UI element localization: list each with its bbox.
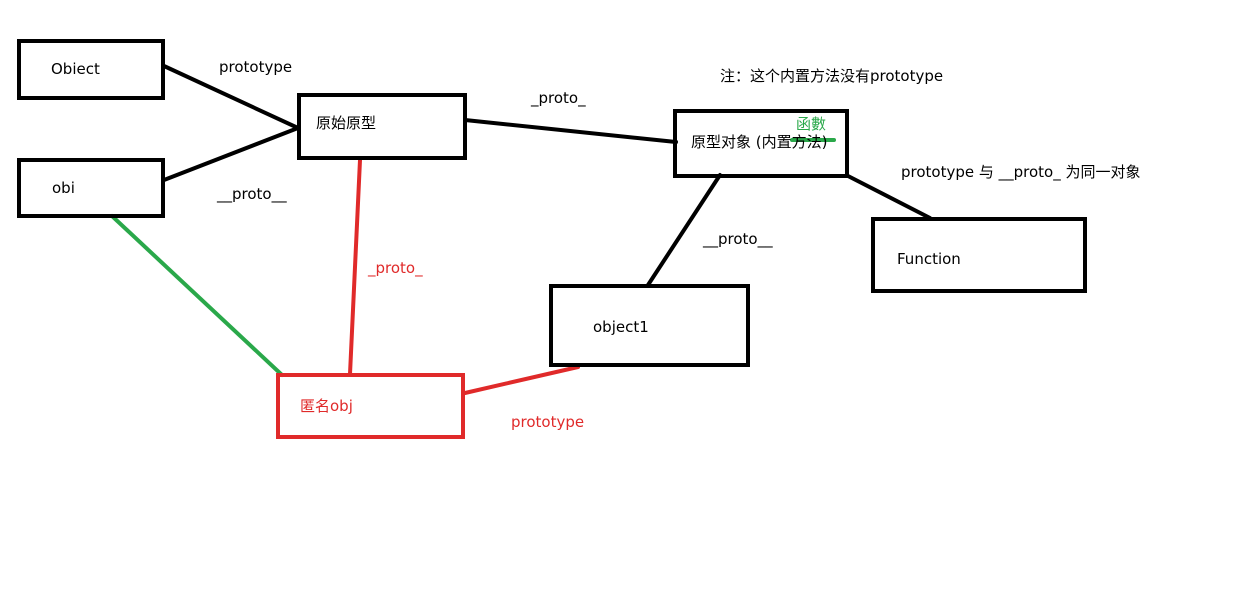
edge-label-green-func: 函數 [796,115,826,133]
node-label-prototype-object: 原型对象 (内置方法) [691,133,827,151]
node-box-prototype-object [673,109,849,178]
node-label-object1: object1 [593,318,649,336]
connectors [110,64,932,395]
edge-obj-to-original [162,126,300,182]
node-box-object [17,39,165,100]
edge-original-to-prototype-object [463,118,678,144]
node-label-function: Function [897,250,961,268]
edge-anonymous-to-object1-red [463,365,580,395]
edge-label-object1-proto: __proto__ [702,230,773,249]
node-label-original-prototype: 原始原型 [316,114,376,132]
edge-label-object-prototype: prototype [219,58,292,76]
edge-label-red-proto: _proto_ [367,259,423,278]
node-label-anonymous-obj: 匿名obj [300,397,353,415]
node-box-obj [17,158,165,218]
edge-label-obj-proto: __proto__ [216,185,287,204]
edge-label-function-note: prototype 与 __proto_ 为同一对象 [901,163,1141,182]
edge-original-to-anonymous-red [348,158,362,376]
edge-label-red-prototype: prototype [511,413,584,431]
node-box-function [871,217,1087,293]
boxes [17,39,1087,439]
node-label-obj: obi [52,179,75,197]
edge-object-to-original [162,64,300,130]
node-box-original-prototype [297,93,467,160]
node-label-object: Obiect [51,60,100,78]
top-note: 注：这个内置方法没有prototype [720,67,943,85]
node-box-anonymous-obj [276,373,465,439]
node-box-object1 [549,284,750,367]
edge-object1-to-prototype-object [646,173,722,287]
node-labels: Obiect obi 原始原型 原型对象 (内置方法) Function obj… [51,60,961,415]
edge-label-original-proto: _proto_ [530,89,586,108]
notes: 注：这个内置方法没有prototype [720,67,943,85]
edge-labels: prototype __proto__ _proto_ _proto_ __pr… [216,58,1141,431]
edge-obj-to-anonymous-green [110,214,284,377]
edge-prototype-object-to-function [846,174,932,220]
